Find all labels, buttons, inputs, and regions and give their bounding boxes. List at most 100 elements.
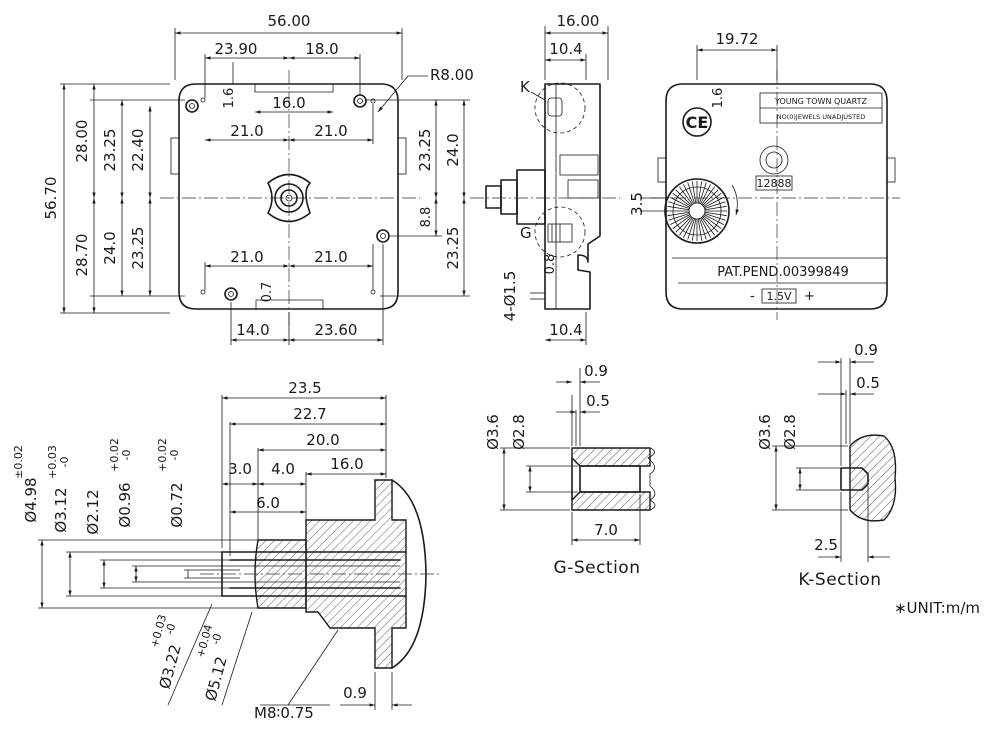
gear-tooth	[691, 181, 697, 204]
back-view: YOUNG TOWN QUARTZ NO(0)JEWELS UNADJUSTED…	[628, 30, 900, 320]
ce-text: CE	[686, 113, 709, 132]
gear-tooth	[691, 218, 697, 241]
dim-height-bottom: 28.70	[73, 234, 91, 277]
dim-bottom-right: 23.60	[315, 321, 358, 339]
front-hole-tr-inner	[357, 98, 363, 104]
leader-line	[221, 611, 253, 706]
dim-top-1-6: 1.6	[222, 88, 237, 109]
gear-tooth	[697, 218, 703, 241]
gear-tooth	[670, 214, 691, 225]
dim-d-3-22-tol-lo: -0	[163, 622, 178, 636]
gear-tooth	[668, 213, 690, 221]
front-left-slot	[170, 137, 180, 175]
gear-tooth	[675, 189, 692, 206]
gear-tooth	[703, 214, 724, 225]
g-section: 0.9 0.5 Ø3.6 Ø2.8 7.0 G-Section	[484, 362, 656, 578]
dim-len-4-0: 4.0	[271, 460, 295, 478]
battery-text: 1.5V	[766, 290, 791, 303]
leader-line	[287, 629, 339, 706]
dim-d-0-96: Ø0.96	[116, 482, 134, 527]
dim-d-4-98-tol: ±0.02	[12, 445, 25, 479]
back-right-slot	[886, 157, 896, 183]
front-pin-2	[370, 98, 376, 104]
g-dim-7-0: 7.0	[594, 521, 618, 539]
battery-minus: -	[750, 289, 755, 304]
gear-tooth	[702, 216, 719, 233]
gear-tooth	[675, 216, 692, 233]
front-right-slot	[397, 137, 407, 175]
dim-bottom-10-4: 10.4	[549, 321, 582, 339]
side-shaft-base	[500, 179, 518, 215]
front-hole-r	[376, 229, 390, 243]
dim-d-3-12-tol-up: +0.03	[46, 445, 59, 479]
front-bottom-lip	[255, 299, 324, 309]
gear-tooth	[700, 184, 711, 205]
shaft-mid-hatch	[254, 539, 307, 609]
patent-text: PAT.PEND.00399849	[717, 265, 849, 280]
dim-top-10-4: 10.4	[549, 40, 582, 58]
front-pin-4	[370, 289, 376, 295]
label-g: G	[520, 224, 532, 242]
dim-d-5-12-tol-lo: -0	[209, 632, 224, 646]
dim-bottom-left: 14.0	[236, 321, 269, 339]
gear-tooth	[672, 215, 691, 229]
gear-tooth	[679, 217, 693, 236]
leader-line	[377, 75, 409, 113]
shaft-second-hand	[229, 559, 401, 589]
leader-line	[167, 603, 213, 706]
g-part-top	[571, 447, 651, 467]
g-section-title: G-Section	[554, 558, 641, 578]
front-shaft-core	[285, 194, 293, 202]
dim-d-3-12-tol-lo: -0	[58, 457, 71, 468]
dim-thick: 0.9	[343, 684, 367, 702]
g-dim-0-9: 0.9	[584, 362, 608, 380]
gear-tooth	[704, 211, 727, 217]
sun-logo-icon	[759, 145, 789, 175]
dim-back-1-6: 1.6	[711, 88, 726, 109]
dim-0-8: 0.8	[543, 254, 558, 275]
rotation-arrow	[731, 184, 739, 216]
gear-tooth	[701, 186, 715, 205]
back-gear-hub	[688, 202, 706, 220]
battery-plus: +	[804, 289, 815, 304]
dim-len-23-5: 23.5	[288, 379, 321, 397]
front-hole-r-inner	[380, 233, 386, 239]
gear-tooth	[702, 189, 719, 206]
dim-len-16-0: 16.0	[330, 455, 363, 473]
k-dim-0-5: 0.5	[856, 374, 880, 392]
k-section: 0.9 0.5 Ø3.6 Ø2.8 2.5 K-Section	[756, 341, 897, 590]
front-hole-tl	[185, 99, 199, 113]
dim-left-22-40: 22.40	[129, 129, 147, 172]
k-part-body	[849, 434, 897, 522]
gear-tooth	[701, 217, 715, 236]
shaft-inner-bore	[221, 551, 407, 597]
dim-d-2-12: Ø2.12	[84, 489, 102, 534]
k-pin-body	[840, 467, 869, 491]
dim-d-0-72-tol-up: +0.02	[156, 438, 169, 472]
dim-right-23-25-bottom: 23.25	[444, 227, 462, 270]
g-dim-0-5: 0.5	[586, 392, 610, 410]
front-pin-1	[200, 97, 206, 103]
g-part-bottom	[571, 491, 651, 511]
leader-line	[530, 91, 546, 101]
g-dim-3-6: Ø3.6	[484, 414, 502, 450]
gear-tooth	[699, 182, 707, 204]
dim-upper-21-right: 21.0	[314, 122, 347, 140]
gear-tooth	[672, 193, 691, 207]
dim-thread: M8∶0.75	[254, 704, 314, 722]
dim-right-24-0: 24.0	[444, 133, 462, 166]
dim-right-x: 18.0	[305, 40, 338, 58]
dim-lower-21-right: 21.0	[314, 248, 347, 266]
gear-tooth	[699, 218, 707, 240]
front-view: 56.00 23.90 18.0 R8.00 16.0 1.6 21.0 21.…	[42, 12, 474, 345]
k-section-title: K-Section	[798, 570, 881, 590]
gear-tooth	[697, 181, 703, 204]
sun-logo-inner	[765, 151, 783, 169]
gear-tooth	[679, 186, 693, 205]
detail-circle-g	[534, 206, 586, 258]
unit-note: ∗UNIT:m/m	[894, 599, 980, 617]
g-break-line	[647, 447, 656, 511]
dim-d-4-98: Ø4.98	[22, 477, 40, 522]
side-shaft-hub	[516, 169, 546, 225]
